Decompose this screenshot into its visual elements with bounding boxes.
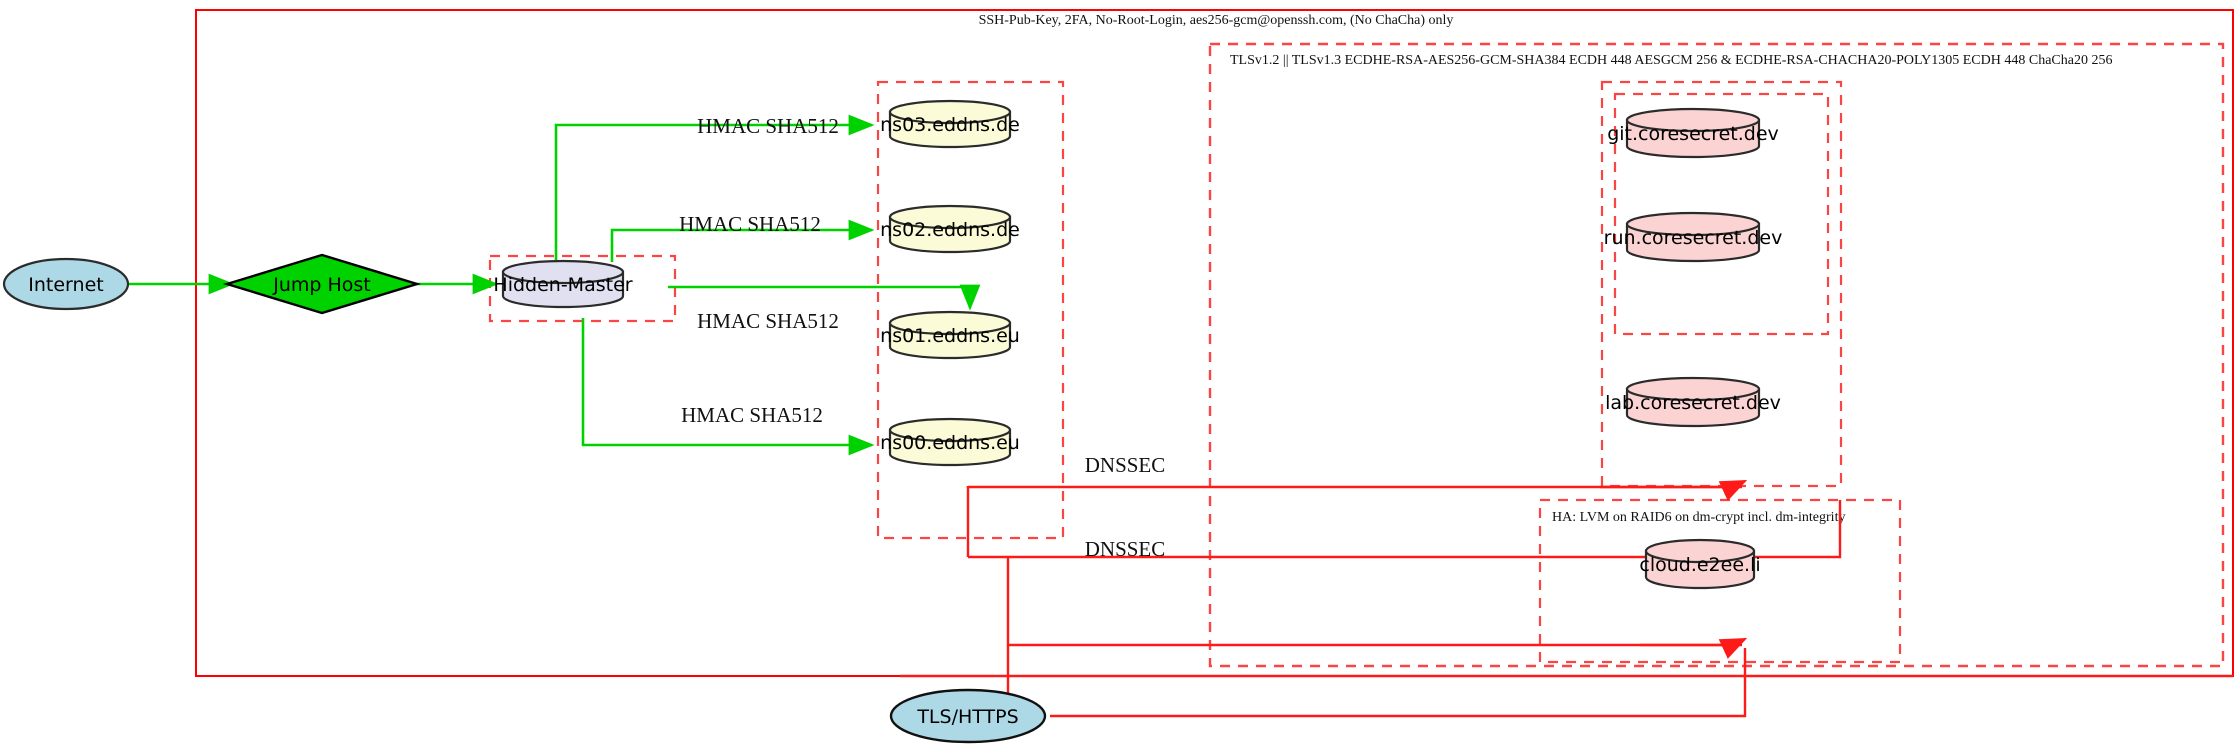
node-run-coresecret[interactable]: run.coresecret.dev xyxy=(1604,211,1783,263)
node-hidden-master[interactable]: Hidden-Master xyxy=(493,259,633,309)
node-git-coresecret-label: git.coresecret.dev xyxy=(1607,123,1779,145)
node-tls-https-label: TLS/HTTPS xyxy=(916,706,1018,728)
node-git-coresecret[interactable]: git.coresecret.dev xyxy=(1607,107,1779,159)
node-ns01-label: ns01.eddns.eu xyxy=(880,325,1020,347)
cluster-coresecret-inner-boundary xyxy=(1613,92,1830,336)
node-internet-label: Internet xyxy=(28,274,103,296)
cluster-ssh-boundary xyxy=(195,9,2234,677)
node-internet[interactable]: Internet xyxy=(2,257,130,311)
edge-dnssec-lower xyxy=(1006,557,1742,647)
edge-label-hmac-ns03: HMAC SHA512 xyxy=(697,114,839,138)
node-run-coresecret-label: run.coresecret.dev xyxy=(1604,227,1783,249)
edge-label-dnssec-upper: DNSSEC xyxy=(1085,453,1166,477)
edge-dnssec-upper-lower-leg xyxy=(968,500,1842,559)
edge-tlshttps-out-right xyxy=(1050,648,1747,718)
cluster-label-ha: HA: LVM on RAID6 on dm-crypt incl. dm-in… xyxy=(1552,510,1845,525)
node-ns01[interactable]: ns01.eddns.eu xyxy=(880,310,1020,360)
cluster-label-ssh: SSH-Pub-Key, 2FA, No-Root-Login, aes256-… xyxy=(979,13,1454,28)
node-cloud-e2ee-label: cloud.e2ee.li xyxy=(1639,554,1760,576)
node-hidden-master-label: Hidden-Master xyxy=(493,274,632,296)
edge-dnssec-lower-arrow xyxy=(1640,637,1748,659)
cluster-tls-boundary xyxy=(1208,42,2225,668)
node-lab-coresecret-label: lab.coresecret.dev xyxy=(1605,392,1781,414)
node-jump-host-label: Jump Host xyxy=(272,274,371,296)
node-ns03-label: ns03.eddns.de xyxy=(880,114,1020,136)
cluster-dns-boundary xyxy=(876,80,1065,540)
edge-hiddenmaster-to-ns01 xyxy=(668,284,981,311)
edge-hiddenmaster-to-ns00 xyxy=(581,318,875,456)
node-tls-https[interactable]: TLS/HTTPS xyxy=(889,688,1047,744)
edge-label-hmac-ns00: HMAC SHA512 xyxy=(681,403,823,427)
edge-dnssec-upper-arrow xyxy=(1600,479,1748,501)
node-lab-coresecret[interactable]: lab.coresecret.dev xyxy=(1605,376,1781,428)
node-ns00[interactable]: ns00.eddns.eu xyxy=(880,417,1020,467)
edge-hiddenmaster-to-ns02 xyxy=(610,219,875,262)
cluster-label-tls: TLSv1.2 || TLSv1.3 ECDHE-RSA-AES256-GCM-… xyxy=(1230,53,2112,68)
node-ns02-label: ns02.eddns.de xyxy=(880,219,1020,241)
node-cloud-e2ee[interactable]: cloud.e2ee.li xyxy=(1639,538,1761,590)
edge-label-dnssec-lower: DNSSEC xyxy=(1085,537,1166,561)
node-ns03[interactable]: ns03.eddns.de xyxy=(880,99,1020,149)
node-jump-host[interactable]: Jump Host xyxy=(222,253,422,315)
edge-hiddenmaster-to-ns03 xyxy=(554,114,875,262)
node-ns00-label: ns00.eddns.eu xyxy=(880,432,1020,454)
edge-label-hmac-ns02: HMAC SHA512 xyxy=(679,212,821,236)
node-ns02[interactable]: ns02.eddns.de xyxy=(880,204,1020,254)
edge-label-hmac-ns01: HMAC SHA512 xyxy=(697,309,839,333)
